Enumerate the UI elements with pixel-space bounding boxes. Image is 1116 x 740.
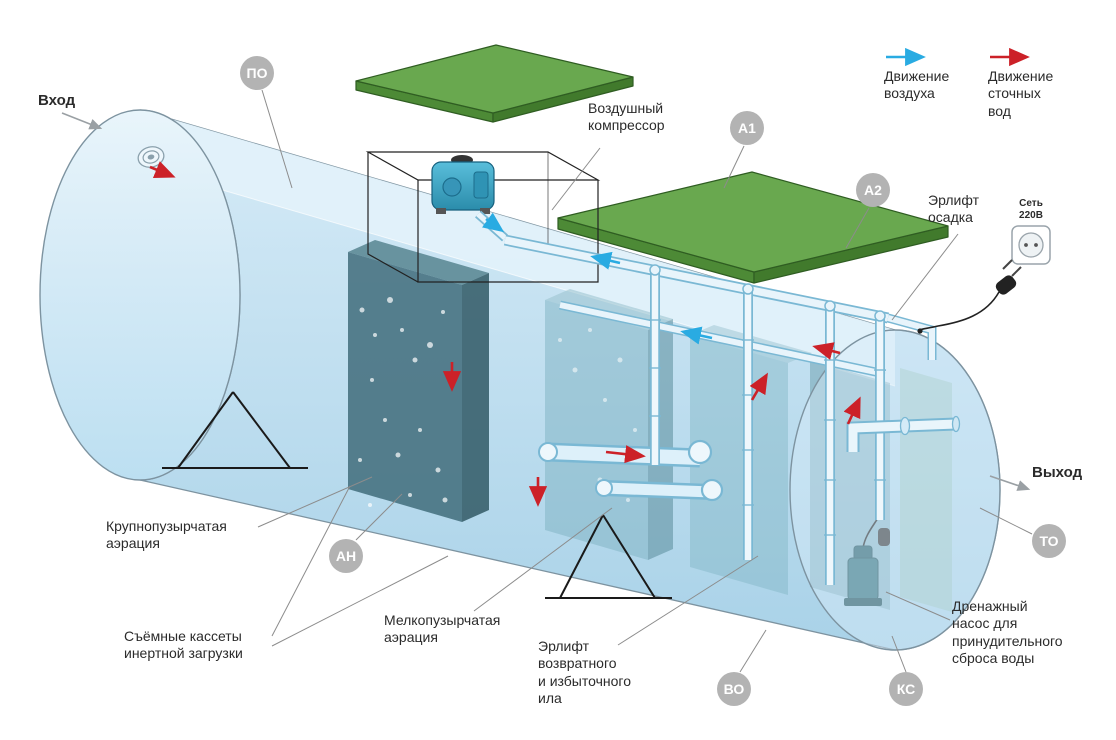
badge-an: АН bbox=[329, 539, 363, 573]
coarse-aeration-label: Крупнопузырчатая аэрация bbox=[106, 518, 227, 552]
airlift-pipes bbox=[649, 264, 886, 585]
drain-pump-label: Дренажный насос для принудительного сбро… bbox=[952, 598, 1063, 667]
air-manifold-pipes bbox=[475, 210, 937, 379]
inlet-direction-arrow bbox=[61, 112, 103, 130]
callout-lines bbox=[257, 89, 1033, 673]
outlet-pipe bbox=[846, 415, 961, 452]
power-plug bbox=[917, 259, 1022, 334]
outlet-label: Выход bbox=[1032, 464, 1083, 481]
aeration-bubbles bbox=[358, 297, 455, 507]
badge-po: ПО bbox=[240, 56, 274, 90]
badge-to: ТО bbox=[1032, 524, 1066, 558]
power-label: Сеть 220В bbox=[1019, 198, 1043, 221]
badge-a1: А1 bbox=[730, 111, 764, 145]
badge-ks: КС bbox=[889, 672, 923, 706]
compressor-label: Воздушный компрессор bbox=[588, 100, 665, 134]
badge-vo: ВО bbox=[717, 672, 751, 706]
outlet-direction-arrow bbox=[989, 475, 1031, 491]
tank-right-cap bbox=[789, 329, 1001, 651]
waste-flow-arrows bbox=[149, 161, 861, 507]
inert-cassettes-label: Съёмные кассеты инертной загрузки bbox=[124, 628, 243, 662]
fine-aeration-label: Мелкопузырчатая аэрация bbox=[384, 612, 501, 646]
tank-supports bbox=[162, 391, 672, 599]
compressor-housing-box bbox=[365, 151, 601, 283]
badge-a2: А2 bbox=[856, 173, 890, 207]
sediment-airlift-label: Эрлифт осадка bbox=[928, 192, 979, 226]
sludge-airlift-label: Эрлифт возвратного и избыточного ила bbox=[538, 638, 632, 707]
air-compressor bbox=[431, 155, 495, 214]
inlet-label: Вход bbox=[38, 92, 76, 109]
air-flow-arrows bbox=[481, 212, 713, 345]
tank-left-cap bbox=[39, 109, 241, 481]
power-socket bbox=[1011, 225, 1051, 265]
lid-large bbox=[557, 171, 949, 284]
legend-air-label: Движение воздуха bbox=[884, 68, 950, 102]
lid-small bbox=[355, 44, 634, 123]
legend-waste-label: Движение сточных вод bbox=[988, 68, 1054, 119]
